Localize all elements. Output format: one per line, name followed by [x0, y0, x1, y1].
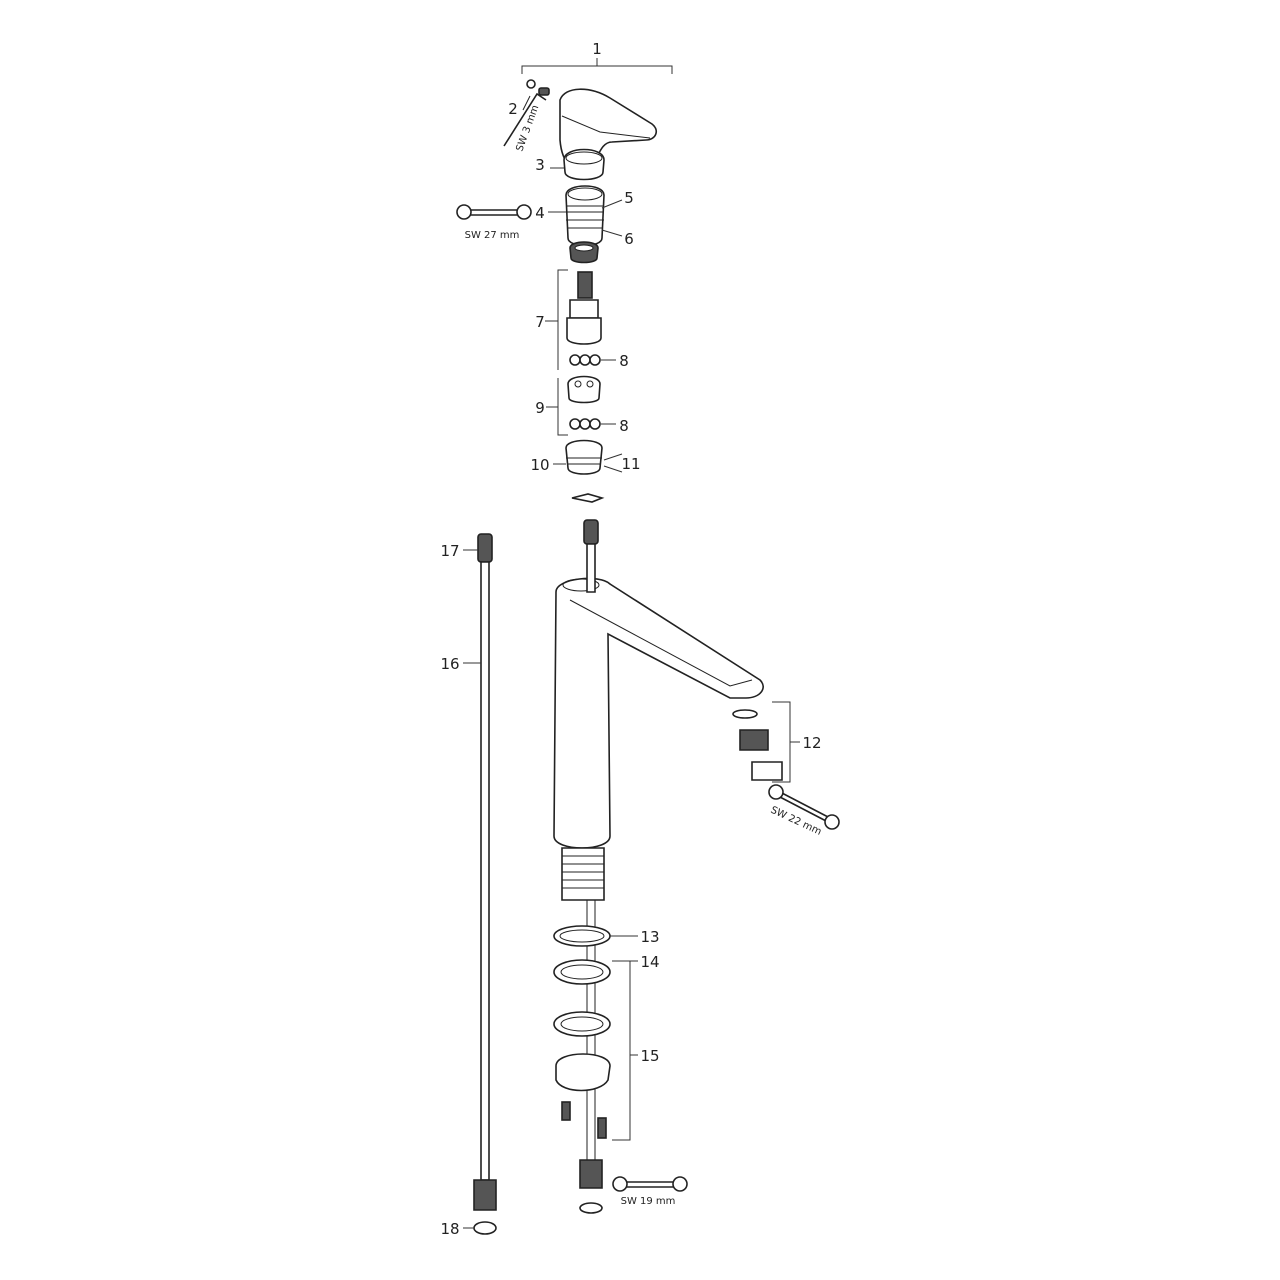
part-clip [571, 493, 605, 503]
label-part-10: 10 [530, 456, 549, 474]
label-part-5: 5 [624, 189, 634, 207]
part-16-flexible-hose [463, 533, 497, 1235]
label-part-8: 8 [619, 352, 629, 370]
label-part-9: 9 [535, 399, 545, 417]
label-sw-19mm: SW 19 mm [621, 1196, 676, 1207]
supply-hose-center [579, 519, 603, 1214]
label-part-2: 2 [508, 100, 518, 118]
part-10-valve-body [553, 439, 623, 475]
wrench-sw22-icon [768, 784, 840, 830]
part-7-cartridge [545, 269, 602, 436]
wrench-sw19-icon [612, 1176, 688, 1192]
part-9-mixing-insert [546, 375, 601, 408]
label-part-11: 11 [621, 455, 640, 473]
part-8-seals-lower [569, 418, 616, 430]
part-adapter-nut [569, 241, 599, 264]
label-part-6: 6 [624, 230, 634, 248]
label-part-7: 7 [535, 313, 545, 331]
label-part-17: 17 [440, 542, 459, 560]
part-3-cover-ring [550, 148, 605, 181]
label-part-15: 15 [640, 1047, 659, 1065]
label-part-8-lower: 8 [619, 417, 629, 435]
label-part-13: 13 [640, 928, 659, 946]
spout-body [553, 577, 764, 901]
part-14-15-mounting-kit [553, 959, 638, 1141]
label-part-4: 4 [535, 204, 545, 222]
label-part-16: 16 [440, 655, 459, 673]
label-part-1: 1 [592, 40, 602, 58]
part-4-cartridge-nut [548, 185, 623, 247]
part-8-seals-upper [569, 354, 616, 366]
label-sw-27mm: SW 27 mm [465, 230, 520, 241]
part-13-washer [553, 925, 638, 947]
wrench-sw27-icon [456, 204, 532, 220]
label-part-3: 3 [535, 156, 545, 174]
label-part-12: 12 [802, 734, 821, 752]
part-12-aerator [732, 701, 800, 783]
label-part-18: 18 [440, 1220, 459, 1238]
part-2-grub-screw-allen-key [503, 79, 550, 147]
label-part-14: 14 [640, 953, 659, 971]
